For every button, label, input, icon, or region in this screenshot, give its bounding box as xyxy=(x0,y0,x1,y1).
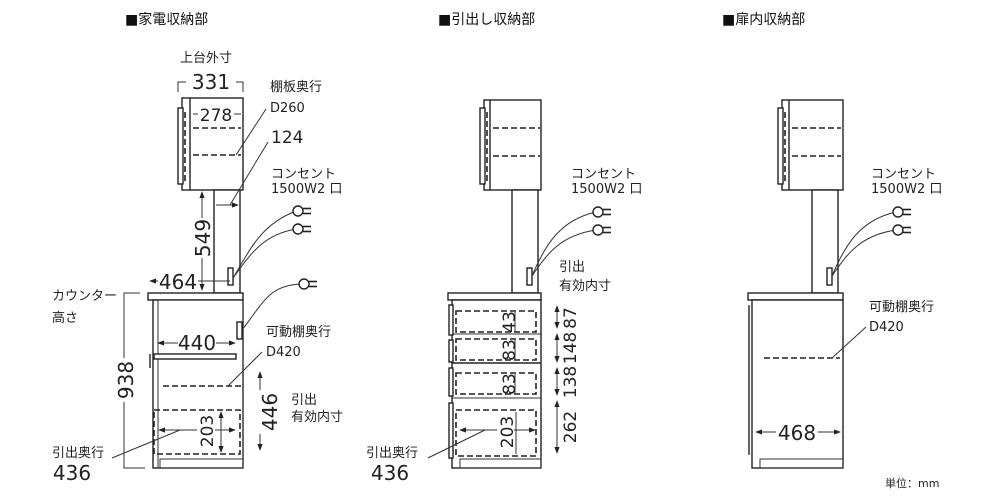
drawer-inner-box xyxy=(153,409,241,455)
drawer-3-outer-height: 138 xyxy=(561,366,581,398)
drawer-height-dimension: 203 xyxy=(198,415,218,447)
panel-drawer-storage: コンセント 1500W2 口 引出 有効内寸 43 83 83 203 87 1… xyxy=(366,99,642,485)
drawer-1-outer-height: 87 xyxy=(561,307,581,329)
column-depth-dimension: 124 xyxy=(271,128,303,148)
panel-appliance-storage: 上台外寸 331 278 棚板奥行 D260 124 コンセント 1500W2 … xyxy=(52,51,343,485)
drawer-inner-label: 引出 xyxy=(559,260,585,275)
lower-cabinet xyxy=(451,299,542,469)
gap-height-dimension: 549 xyxy=(191,219,215,257)
counter-height-label: カウンター xyxy=(52,289,117,304)
movable-shelf-depth: D420 xyxy=(869,320,904,335)
counter-depth-dimension: 464 xyxy=(159,270,197,294)
outlet-icon xyxy=(236,321,243,340)
shelf-depth-value: D260 xyxy=(270,101,305,116)
counter-height-dimension: 938 xyxy=(114,361,138,399)
drawer-3-inner-height: 83 xyxy=(500,373,520,395)
movable-shelf-label: 可動棚奥行 xyxy=(266,325,331,340)
outlet-icon xyxy=(826,267,833,286)
drawer-inner-label: 引出 xyxy=(291,393,317,408)
section-title-drawer: ■引出し収納部 xyxy=(438,12,535,28)
outlet-spec: 1500W2 口 xyxy=(271,182,342,197)
drawer-2-inner-height: 83 xyxy=(500,339,520,361)
section-title-appliance: ■家電収納部 xyxy=(125,11,208,28)
upper-cabinet xyxy=(781,99,844,191)
slide-shelf xyxy=(153,353,237,360)
outlet-icon xyxy=(526,267,533,286)
upper-outer-label: 上台外寸 xyxy=(180,51,232,66)
appliance-depth-dimension: 440 xyxy=(178,331,216,355)
upper-cabinet xyxy=(483,99,542,191)
counter-top xyxy=(747,292,844,301)
drawer-depth-label: 引出奥行 xyxy=(52,446,104,461)
drawer-4-outer-height: 262 xyxy=(561,411,581,443)
unit-label: 単位：mm xyxy=(885,476,939,490)
upper-outer-dimension: 331 xyxy=(192,70,230,94)
shelf-depth-label: 棚板奥行 xyxy=(270,80,322,95)
drawer-inner-label-2: 有効内寸 xyxy=(291,409,343,425)
counter-top xyxy=(147,292,244,301)
counter-height-label-2: 高さ xyxy=(52,310,78,326)
inner-depth-dimension: 468 xyxy=(778,421,816,445)
outlet-spec: 1500W2 口 xyxy=(571,182,642,197)
outlet-spec: 1500W2 口 xyxy=(871,182,942,197)
movable-shelf-label: 可動棚奥行 xyxy=(869,300,934,315)
outlet-label: コンセント xyxy=(871,167,936,182)
panel-door-storage: コンセント 1500W2 口 可動棚奥行 D420 468 xyxy=(747,99,942,469)
drawer-1-inner-height: 43 xyxy=(500,311,520,333)
drawer-depth-value: 436 xyxy=(53,461,91,485)
inner-width-dimension: 278 xyxy=(200,106,232,126)
drawer-depth-label: 引出奥行 xyxy=(366,446,418,461)
outlet-label: コンセント xyxy=(271,167,336,182)
drawer-depth-value: 436 xyxy=(371,461,409,485)
column xyxy=(811,189,839,294)
drawer-2-outer-height: 148 xyxy=(561,332,581,364)
section-title-door: ■扉内収納部 xyxy=(722,12,805,28)
column xyxy=(511,189,539,294)
movable-shelf-depth: D420 xyxy=(266,345,301,360)
counter-top xyxy=(447,292,542,301)
drawer-4-inner-height: 203 xyxy=(498,416,518,448)
outlet-label: コンセント xyxy=(571,167,636,182)
drawer-inner-label-2: 有効内寸 xyxy=(559,278,611,294)
outlet-icon xyxy=(227,267,234,286)
drawer-inner-height-dimension: 446 xyxy=(258,393,282,431)
